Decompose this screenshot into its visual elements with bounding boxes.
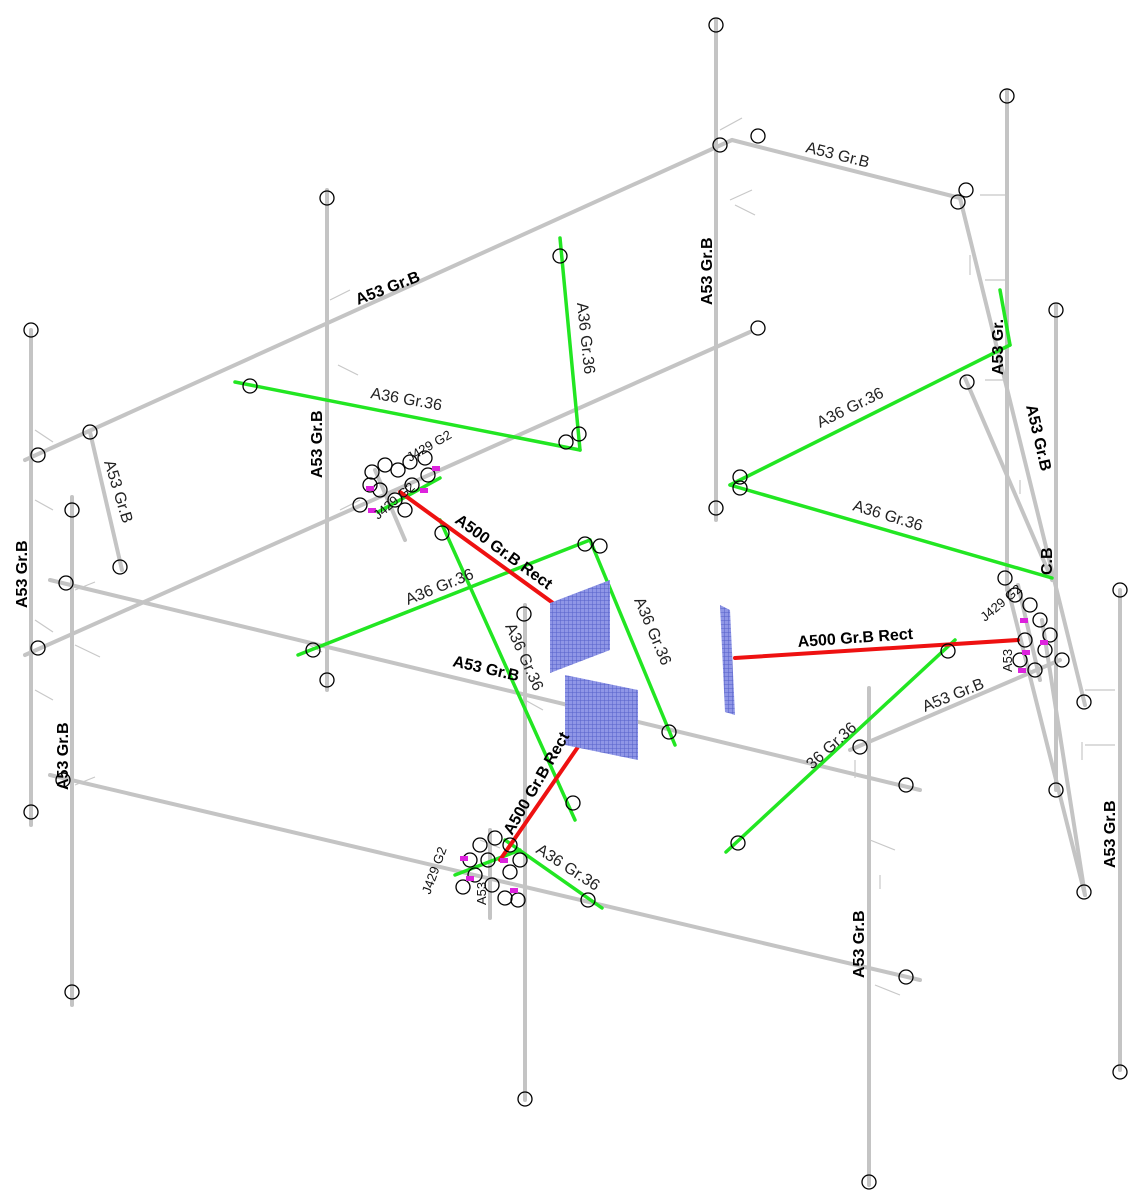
brace-green-8[interactable]	[724, 638, 957, 854]
plate-lower-center[interactable]	[565, 675, 638, 760]
tube-red-3[interactable]	[733, 638, 1020, 660]
pipe-members	[23, 18, 1122, 1187]
label-a53-col-top-center: A53 Gr.B	[699, 237, 716, 305]
label-a53-col-right-center: A53 Gr.B	[851, 910, 868, 978]
beam-mid-right-down[interactable]	[963, 376, 1054, 582]
brace-green-9[interactable]	[503, 838, 604, 910]
label-cb-right: C.B	[1039, 547, 1056, 575]
label-a500-3: A500 Gr.B Rect	[501, 729, 574, 838]
label-bolt-cluster-2: J429 G2	[419, 845, 450, 896]
beam-lower-right-2[interactable]	[1040, 618, 1087, 897]
label-a53-col-left: A53 Gr.B	[55, 722, 72, 790]
beam-right-lower[interactable]	[1005, 583, 1087, 897]
label-a53-col-far-left: A53 Gr.B	[14, 540, 31, 608]
plate-upper-center[interactable]	[550, 580, 610, 673]
brace-green-5[interactable]	[438, 518, 577, 822]
beam-top-left[interactable]	[23, 138, 734, 462]
beam-lower-right[interactable]	[848, 658, 1062, 752]
plate-right[interactable]	[720, 605, 735, 715]
brace-green-2[interactable]	[558, 236, 582, 452]
angle-braces	[233, 236, 1054, 910]
label-bolt-cluster-3: J429 G2	[977, 581, 1024, 624]
label-bolt-cluster-1: J429 G2	[404, 427, 454, 465]
member-labels: A53 Gr.B A53 Gr.B A53 Gr.B A53 Gr.B A53 …	[14, 139, 1119, 978]
beam-lower-front[interactable]	[48, 773, 922, 982]
beam-lower-back[interactable]	[48, 578, 922, 792]
label-bolt-cluster-2b: A53	[474, 882, 489, 905]
tube-red-1[interactable]	[398, 490, 555, 605]
beam-top-right[interactable]	[730, 138, 962, 200]
label-a36-2: A36 Gr.36	[573, 302, 597, 376]
brace-green-4[interactable]	[588, 538, 677, 747]
label-a53-right-top-col: A53 Gr.	[990, 319, 1007, 375]
brace-green-1[interactable]	[233, 380, 582, 452]
local-axis-ticks	[34, 117, 1115, 996]
brace-green-6[interactable]	[728, 343, 1012, 487]
base-plates	[550, 580, 735, 760]
label-a53-top-beam: A53 Gr.B	[353, 269, 422, 309]
label-a36-8: 36 Gr.36	[803, 719, 860, 773]
label-a53-col-far-right: A53 Gr.B	[1102, 800, 1119, 868]
brace-green-7[interactable]	[728, 483, 1054, 580]
label-bolt-cluster-3b: A53	[1000, 649, 1015, 672]
brace-small-left[interactable]	[88, 430, 124, 572]
brace-green-3[interactable]	[296, 538, 592, 657]
bolt-markers	[366, 466, 1048, 893]
label-a53-col-mid-left: A53 Gr.B	[309, 410, 326, 478]
beam-top-right-down[interactable]	[958, 196, 1087, 707]
